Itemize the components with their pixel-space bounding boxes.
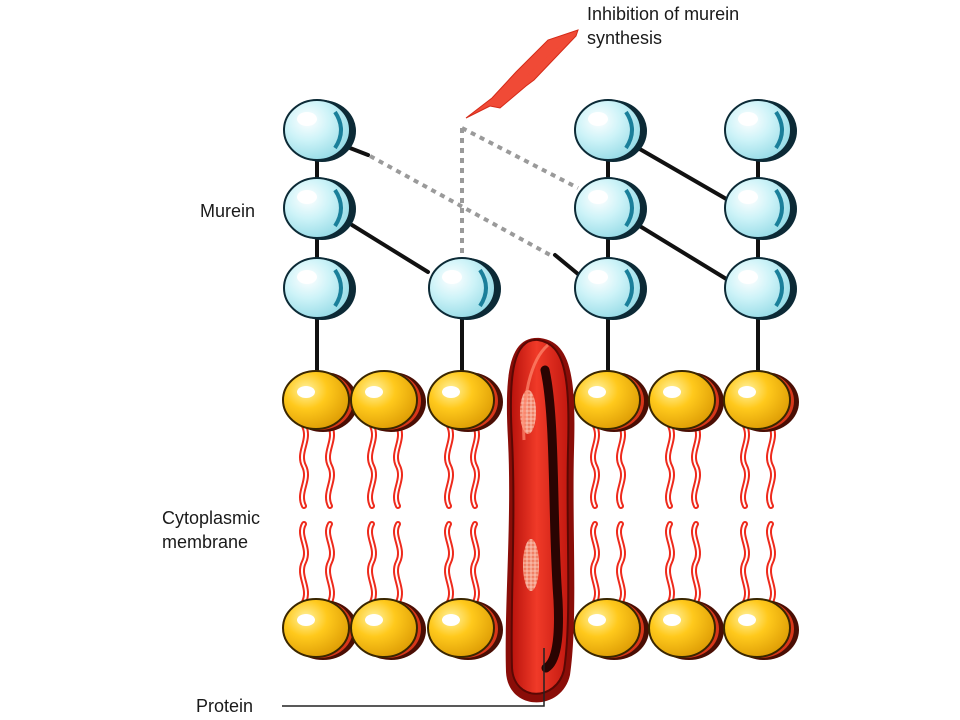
lipid-head (282, 598, 359, 661)
murein-bead (723, 98, 799, 164)
lipid-head (723, 598, 800, 661)
lipid-head (427, 598, 504, 661)
murein-bead (723, 176, 799, 242)
murein-label: Murein (200, 201, 255, 221)
protein-label: Protein (196, 696, 253, 716)
protein-leader-line (282, 648, 545, 707)
lipid-head (723, 370, 800, 433)
murein-bead (282, 98, 358, 164)
inhibition-lightning-arrow (465, 29, 579, 119)
lipid-head (648, 598, 725, 661)
cytoplasmic-label-line1: Cytoplasmic (162, 508, 260, 528)
murein-bead (427, 256, 503, 322)
murein-stems (315, 318, 760, 372)
murein-bead (282, 256, 358, 322)
murein-bead (282, 176, 358, 242)
lipid-head (350, 370, 427, 433)
murein-subunits (282, 98, 799, 322)
lipid-head (350, 598, 427, 661)
murein-bead (723, 256, 799, 322)
murein-bead (573, 98, 649, 164)
lipid-head (573, 370, 650, 433)
lipid-head (282, 370, 359, 433)
murein-bead (573, 176, 649, 242)
inhibition-label-line1: Inhibition of murein (587, 4, 739, 24)
murein-solid-crosslinks (315, 146, 760, 282)
lipid-head (427, 370, 504, 433)
lipid-head (648, 370, 725, 433)
cytoplasmic-label-line2: membrane (162, 532, 248, 552)
membrane-protein (505, 337, 575, 703)
lipid-head (573, 598, 650, 661)
inhibition-label-line2: synthesis (587, 28, 662, 48)
murein-broken-crosslinks (369, 126, 579, 262)
murein-bead (573, 256, 649, 322)
